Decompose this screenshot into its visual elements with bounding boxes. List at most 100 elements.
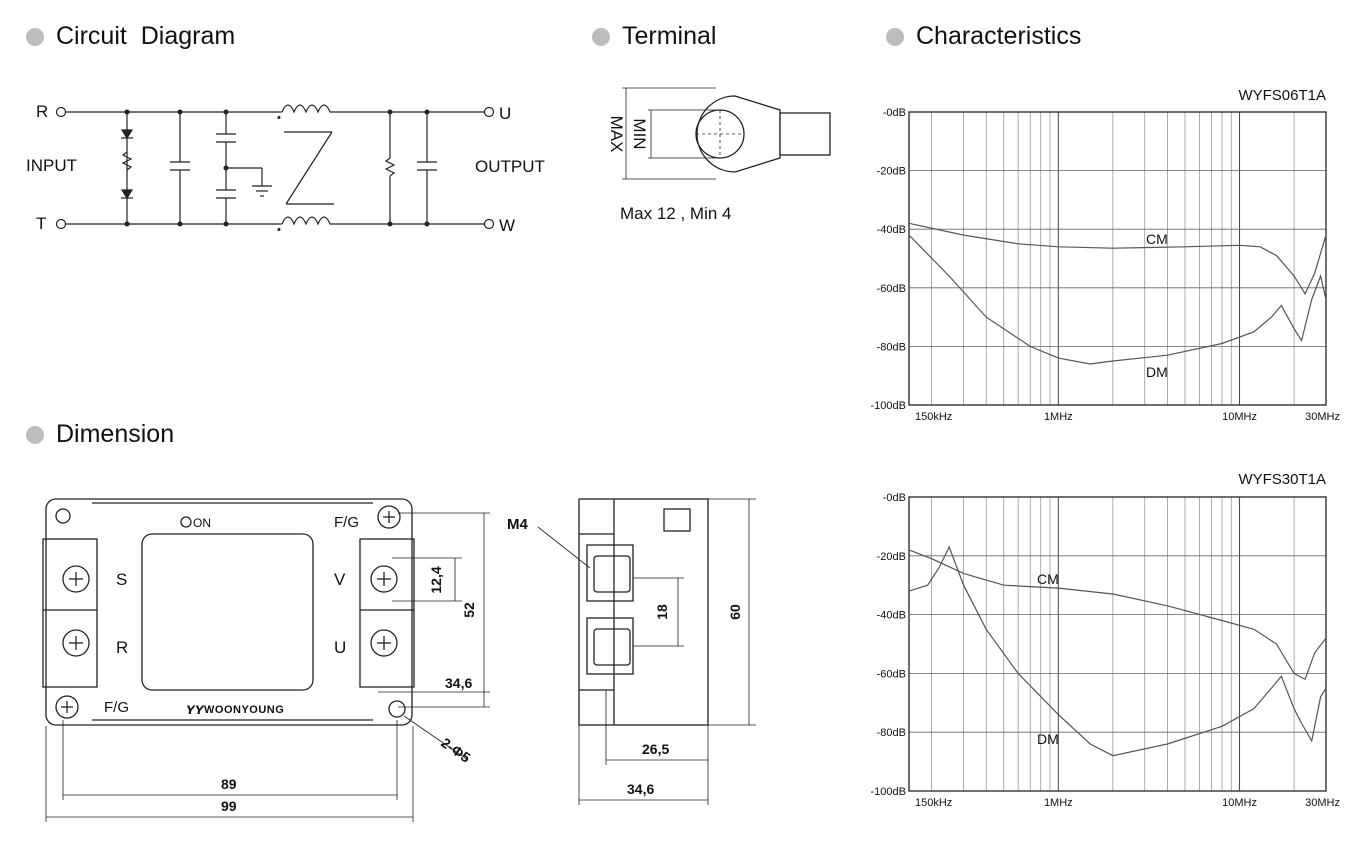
- dim-265-label: 26,5: [642, 741, 669, 757]
- side-ground-screw: [663, 508, 691, 532]
- y-tick-label: -0dB: [883, 492, 906, 504]
- terminal-v-label: V: [334, 570, 346, 589]
- chart-1-cm-label: CM: [1146, 231, 1168, 247]
- y-tick-label: -100dB: [871, 786, 906, 798]
- choke-core-diagonal: [285, 131, 333, 205]
- chart-1-title: WYFS06T1A: [1238, 87, 1326, 104]
- side-terminal-block-1: [586, 544, 634, 602]
- dim-holes-label: 2-Φ5: [438, 734, 473, 765]
- fg-top-label: F/G: [334, 514, 359, 531]
- chart-1-series: [908, 222, 1327, 365]
- choke-dot-top: •: [277, 112, 281, 124]
- y-tick-label: -60dB: [877, 668, 906, 680]
- y-tick-label: -0dB: [883, 107, 906, 119]
- label-window: [141, 533, 314, 691]
- y-tick-label: -20dB: [877, 551, 906, 563]
- out-resistor-icon: [384, 157, 396, 177]
- chart-2-series: [908, 545, 1327, 757]
- junction-dot: [124, 109, 130, 115]
- terminal-u-mark: U: [334, 638, 346, 657]
- chart-2-y-ticks: -0dB-20dB-40dB-60dB-80dB-100dB: [871, 492, 906, 798]
- front-view-drawing: [42, 498, 490, 822]
- junction-dot: [223, 221, 229, 227]
- screw-icon: [62, 629, 90, 657]
- circuit-diagram-header: Circuit Diagram: [26, 22, 235, 51]
- chart-wyfs06t1a: WYFS06T1A -0dB-20dB-40dB-60dB-80dB-100dB…: [871, 87, 1340, 423]
- on-label: ON: [193, 516, 211, 530]
- m4-label: M4: [507, 516, 528, 533]
- side-body-outline: [578, 498, 709, 726]
- x-tick-label: 1MHz: [1044, 411, 1073, 423]
- junction-dot: [424, 109, 430, 115]
- y-tick-label: -80dB: [877, 341, 906, 353]
- chart-1-dm-label: DM: [1146, 364, 1168, 380]
- ground-screw-icon: [55, 695, 79, 719]
- chart-2-title: WYFS30T1A: [1238, 471, 1326, 488]
- dim-346-front-label: 34,6: [445, 675, 472, 691]
- m4-leader-line: [537, 526, 591, 569]
- hole-leader-line: [403, 715, 469, 761]
- bleeder-resistor-icon: [121, 151, 133, 171]
- terminal-s-label: S: [116, 570, 127, 589]
- output-label: OUTPUT: [475, 157, 545, 176]
- varistor-bottom-icon: [120, 189, 134, 200]
- terminal-w-node: [483, 218, 495, 230]
- series-line-cm: [908, 549, 1327, 681]
- dim-52-label: 52: [461, 602, 477, 618]
- circuit-diagram-title: Circuit Diagram: [56, 22, 236, 50]
- choke-dot-bottom: •: [277, 224, 281, 236]
- junction-dot: [223, 165, 229, 171]
- input-label: INPUT: [26, 156, 77, 175]
- screw-icon: [370, 565, 398, 593]
- screw-icon: [62, 565, 90, 593]
- characteristics-header: Characteristics: [886, 22, 1081, 51]
- y-tick-label: -60dB: [877, 283, 906, 295]
- characteristics-title: Characteristics: [916, 22, 1082, 50]
- chart-2-grid: [909, 497, 1326, 791]
- side-view-drawing: [537, 498, 756, 805]
- terminal-header: Terminal: [592, 22, 716, 51]
- series-line-dm: [908, 234, 1327, 365]
- terminal-t-label: T: [36, 214, 46, 233]
- varistor-top-icon: [120, 129, 134, 140]
- x-tick-label: 10MHz: [1222, 411, 1257, 423]
- chart-2-plot-frame: [908, 496, 1327, 792]
- dim-89-label: 89: [221, 776, 237, 792]
- terminal-r-node: [55, 106, 67, 118]
- terminal-barrel: [779, 112, 831, 156]
- brand-logo-icon: ʏʏ: [186, 701, 205, 718]
- dim-346-side-label: 34,6: [627, 781, 654, 797]
- x-tick-label: 30MHz: [1305, 411, 1340, 423]
- junction-dot: [387, 221, 393, 227]
- terminal-t-node: [55, 218, 67, 230]
- junction-dot: [124, 221, 130, 227]
- dim-60-label: 60: [727, 604, 743, 620]
- x-tick-label: 10MHz: [1222, 797, 1257, 809]
- side-screw-1: [593, 555, 631, 593]
- chart-2-cm-label: CM: [1037, 571, 1059, 587]
- ring-terminal-drawing: [622, 87, 831, 180]
- junction-dot: [424, 221, 430, 227]
- terminal-u-node: [483, 106, 495, 118]
- mount-hole-top-left: [55, 508, 71, 524]
- fg-bottom-label: F/G: [104, 699, 129, 716]
- junction-dot: [387, 109, 393, 115]
- chart-1-grid: [909, 112, 1326, 405]
- x-tick-label: 30MHz: [1305, 797, 1340, 809]
- y-tick-label: -100dB: [871, 400, 906, 412]
- bullet-dot-icon: [592, 27, 610, 46]
- ground-screw-icon: [377, 505, 401, 529]
- dim-99-label: 99: [221, 798, 237, 814]
- right-terminal-block: [359, 538, 415, 688]
- bullet-dot-icon: [26, 425, 44, 444]
- chart-1-y-ticks: -0dB-20dB-40dB-60dB-80dB-100dB: [871, 107, 906, 412]
- junction-dot: [223, 109, 229, 115]
- terminal-max-label: MAX: [607, 116, 626, 153]
- y-tick-label: -20dB: [877, 166, 906, 178]
- terminal-r-label: R: [36, 102, 48, 121]
- terminal-w-label: W: [499, 216, 515, 235]
- bullet-dot-icon: [26, 27, 44, 46]
- y-tick-label: -80dB: [877, 727, 906, 739]
